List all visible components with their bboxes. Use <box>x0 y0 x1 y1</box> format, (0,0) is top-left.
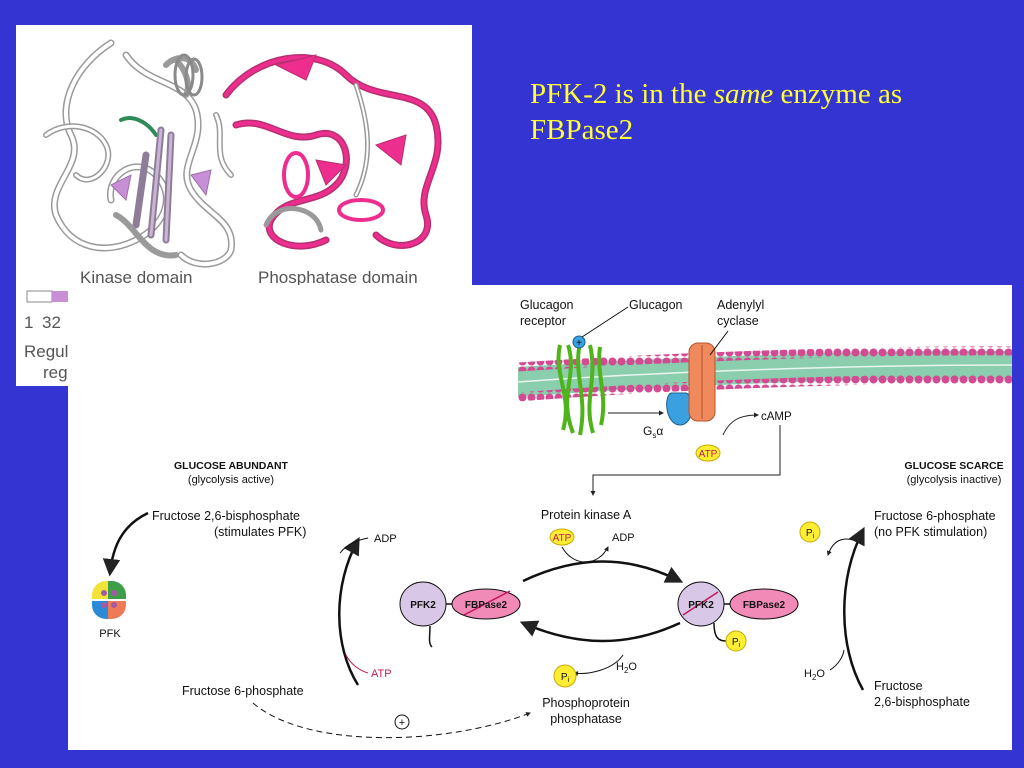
f26bp-right-line2: 2,6-bisphosphate <box>874 695 970 709</box>
f6p-right-line1: Fructose 6-phosphate <box>874 509 996 523</box>
camp-to-pka-arrow <box>590 425 781 496</box>
gs-alpha-label: Gsα <box>643 424 663 440</box>
phosphorylation-arrow <box>522 560 684 583</box>
pfk2-right-label: PFK2 <box>688 600 714 611</box>
pfk-tetramer <box>92 581 126 619</box>
regulation-pathway-diagram: + Glucagon receptor Glucagon Adenylyl cy… <box>92 298 1013 739</box>
adp-left-label: ADP <box>374 533 397 545</box>
f6p-activates-phosphatase-arrow <box>252 702 531 739</box>
pi-right-label: Pi <box>806 528 815 540</box>
bifunctional-enzyme-phosphorylated <box>677 581 799 652</box>
f26bp-left-line2: (stimulates PFK) <box>214 525 306 539</box>
phosphoprotein-phosphatase-line2: phosphatase <box>550 712 622 726</box>
left-conversion-arc <box>338 536 360 686</box>
adenylyl-cyclase-label-1: Adenylyl <box>717 298 764 312</box>
glucose-scarce-heading: GLUCOSE SCARCE <box>904 460 1003 472</box>
f6p-left-label: Fructose 6-phosphate <box>182 684 304 698</box>
phosphatase-ribbon <box>222 54 442 250</box>
title-part1: PFK-2 is in the <box>530 78 714 110</box>
tick-32: 32 <box>42 313 61 332</box>
h2o-center-label: H2O <box>616 661 637 675</box>
pfk-label: PFK <box>99 628 121 640</box>
regulation-pathway-panel: + Glucagon receptor Glucagon Adenylyl cy… <box>68 285 1013 750</box>
glucagon-molecule <box>572 335 586 349</box>
bifunctional-enzyme-active <box>399 581 521 648</box>
tick-1: 1 <box>24 313 33 332</box>
glucagon-receptor <box>556 342 606 436</box>
regulatory-region-bar <box>26 290 53 303</box>
atp-top-label: ATP <box>699 449 718 460</box>
gs-alpha-protein <box>666 392 693 426</box>
glucose-scarce-sub: (glycolysis inactive) <box>907 474 1002 486</box>
fbpase2-left-label: FBPase2 <box>465 600 508 611</box>
fbpase2-right-label: FBPase2 <box>743 600 786 611</box>
title-emphasis: same <box>713 78 774 110</box>
atp-center-badge <box>549 528 575 546</box>
glucagon-plus: + <box>576 338 582 349</box>
glucagon-label: Glucagon <box>629 298 683 312</box>
f26bp-right-line1: Fructose <box>874 679 923 693</box>
pfk2-left-label: PFK2 <box>410 600 436 611</box>
kinase-ribbon <box>43 39 235 268</box>
atp-left-label: ATP <box>371 668 392 680</box>
atp-center-label: ATP <box>553 533 572 544</box>
glucagon-receptor-label-2: receptor <box>520 314 566 328</box>
pi-enzyme-label: Pi <box>732 637 741 649</box>
kinase-domain-label: Kinase domain <box>80 268 192 287</box>
phosphoprotein-phosphatase-line1: Phosphoprotein <box>542 696 630 710</box>
f26bp-to-pfk-arrow <box>102 511 149 577</box>
h2o-right-label: H2O <box>804 668 825 682</box>
activation-plus-circle <box>394 714 410 730</box>
adp-center-label: ADP <box>612 532 635 544</box>
glucose-abundant-sub: (glycolysis active) <box>188 474 274 486</box>
atp-top-badge <box>695 444 721 462</box>
f6p-right-line2: (no PFK stimulation) <box>874 525 987 539</box>
f26bp-left-line1: Fructose 2,6-bisphosphate <box>152 509 300 523</box>
camp-label: cAMP <box>761 411 792 423</box>
pi-right-badge <box>799 521 821 543</box>
activation-plus-label: + <box>399 717 405 729</box>
right-conversion-arc <box>843 526 865 691</box>
glucagon-receptor-label-1: Glucagon <box>520 298 574 312</box>
dephosphorylation-arrow <box>519 620 681 643</box>
pi-center-label: Pi <box>561 672 570 684</box>
protein-kinase-a-label: Protein kinase A <box>541 508 632 522</box>
adenylyl-cyclase-label-2: cyclase <box>717 314 759 328</box>
glucose-abundant-heading: GLUCOSE ABUNDANT <box>174 460 289 472</box>
title-part2: enzyme as FBPase2 <box>530 78 903 146</box>
phosphatase-domain-label: Phosphatase domain <box>258 268 418 287</box>
pi-center-badge <box>553 664 577 688</box>
slide-title: PFK-2 is in the same enzyme as FBPase2 <box>530 76 1000 148</box>
